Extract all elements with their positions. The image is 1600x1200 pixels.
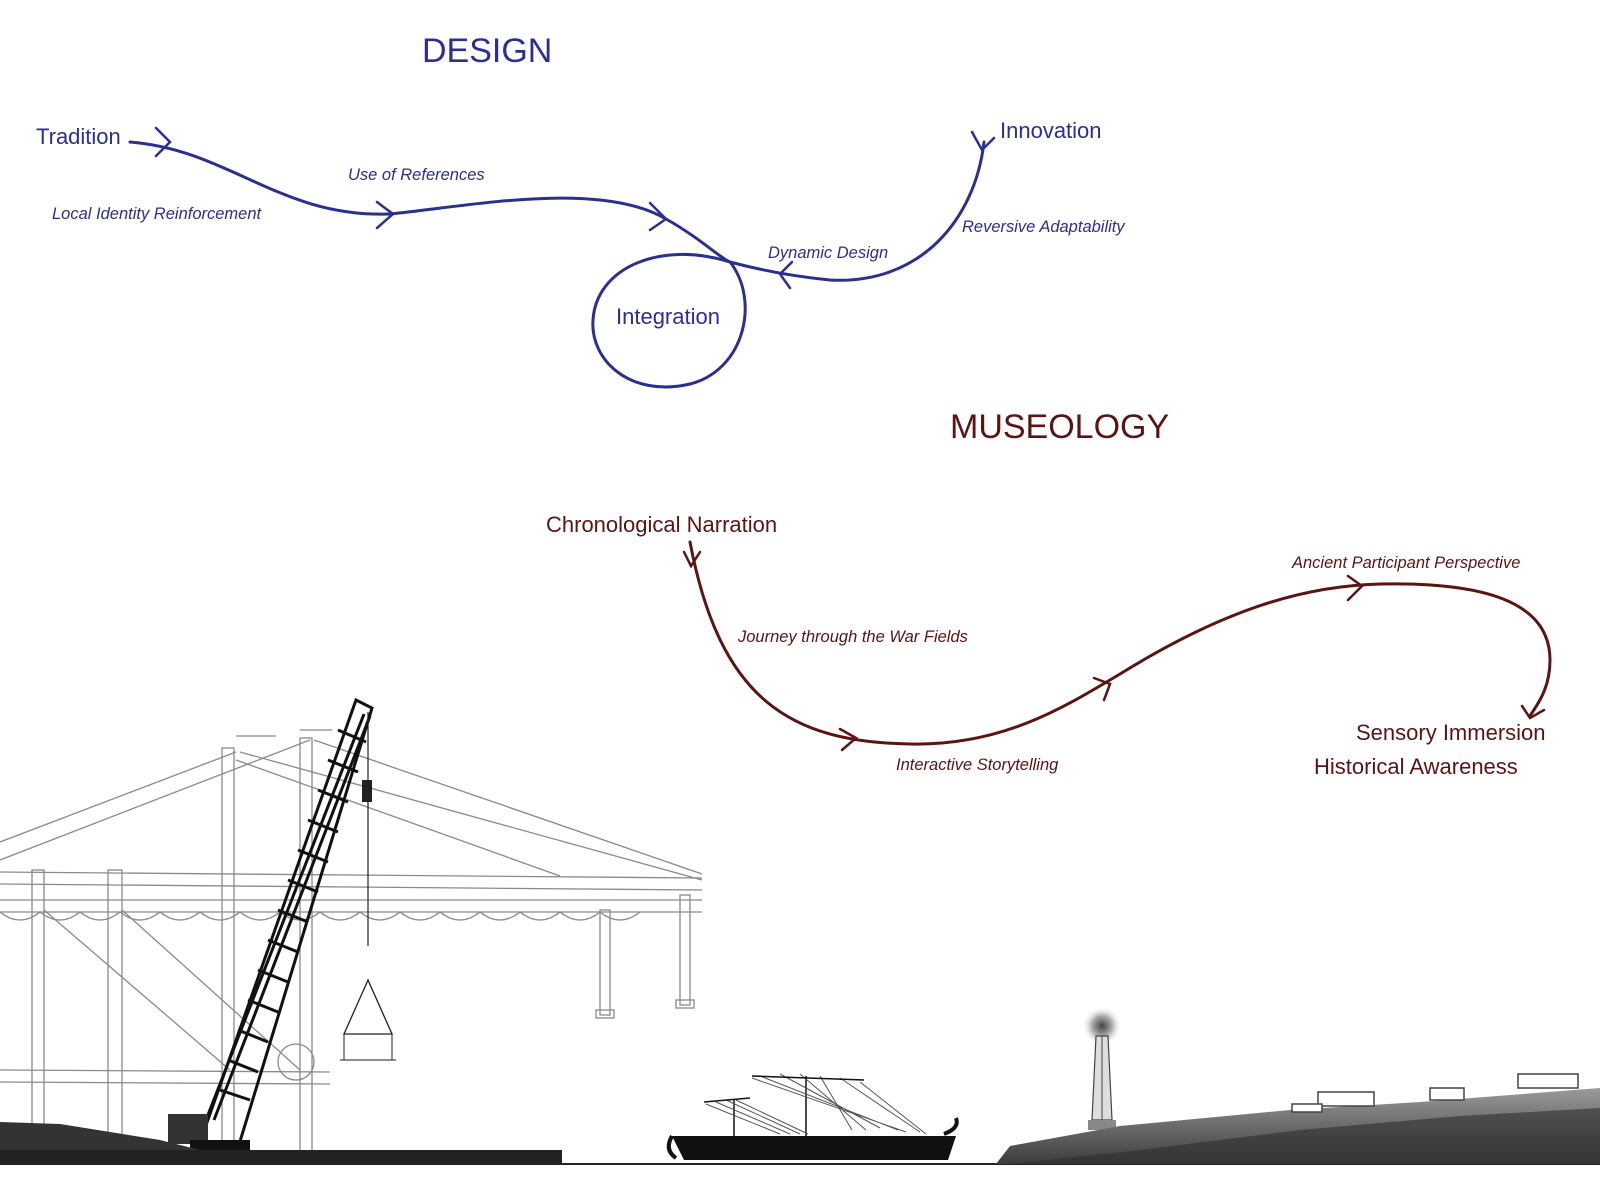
integration-loop [591, 252, 747, 389]
design-flow [128, 126, 996, 389]
arrow-head-interactive [1092, 676, 1112, 702]
sensory-immersion-label: Sensory Immersion [1356, 720, 1546, 745]
historical-awareness-label: Historical Awareness [1314, 754, 1518, 779]
arrow-head-sensory [1520, 704, 1546, 720]
design-path-references-to-integration [388, 196, 668, 221]
ancient-trireme [666, 1073, 959, 1160]
innovation-label: Innovation [1000, 118, 1102, 143]
museology-path [688, 540, 1552, 746]
arrow-head-ancient [1346, 574, 1364, 602]
ancient-perspective-label: Ancient Participant Perspective [1292, 554, 1521, 572]
arrow-head-integration [648, 201, 668, 232]
interactive-storytelling-label: Interactive Storytelling [896, 756, 1059, 774]
museology-flow [682, 540, 1552, 752]
integration-label: Integration [616, 304, 720, 329]
local-identity-label: Local Identity Reinforcement [52, 205, 262, 223]
arrow-head-journey [838, 727, 859, 752]
design-title: DESIGN [422, 32, 553, 70]
journey-label: Journey through the War Fields [738, 628, 968, 646]
design-path-innovation-to-integration [728, 140, 986, 282]
port-illustration [0, 697, 1600, 1165]
arrow-head-references [375, 200, 395, 230]
use-of-references-label: Use of References [348, 166, 485, 184]
lighthouse [1082, 1006, 1122, 1130]
hillside-buildings [1291, 1073, 1579, 1113]
arrow-head-innovation [970, 130, 996, 153]
reversive-adaptability-label: Reversive Adaptability [962, 218, 1125, 236]
arrow-head-chronological [682, 550, 702, 569]
dynamic-design-label: Dynamic Design [768, 244, 889, 262]
dock-mound [0, 1122, 200, 1150]
museology-title: MUSEOLOGY [950, 408, 1170, 446]
dock-slab [0, 1150, 562, 1164]
container-crane [0, 729, 703, 1161]
design-path-tradition-to-references [128, 140, 392, 216]
arrow-head-tradition [154, 126, 172, 158]
arrow-head-dynamic [778, 260, 794, 290]
crawler-crane [168, 697, 396, 1158]
chronological-narration-label: Chronological Narration [546, 512, 778, 537]
tradition-label: Tradition [36, 124, 121, 149]
